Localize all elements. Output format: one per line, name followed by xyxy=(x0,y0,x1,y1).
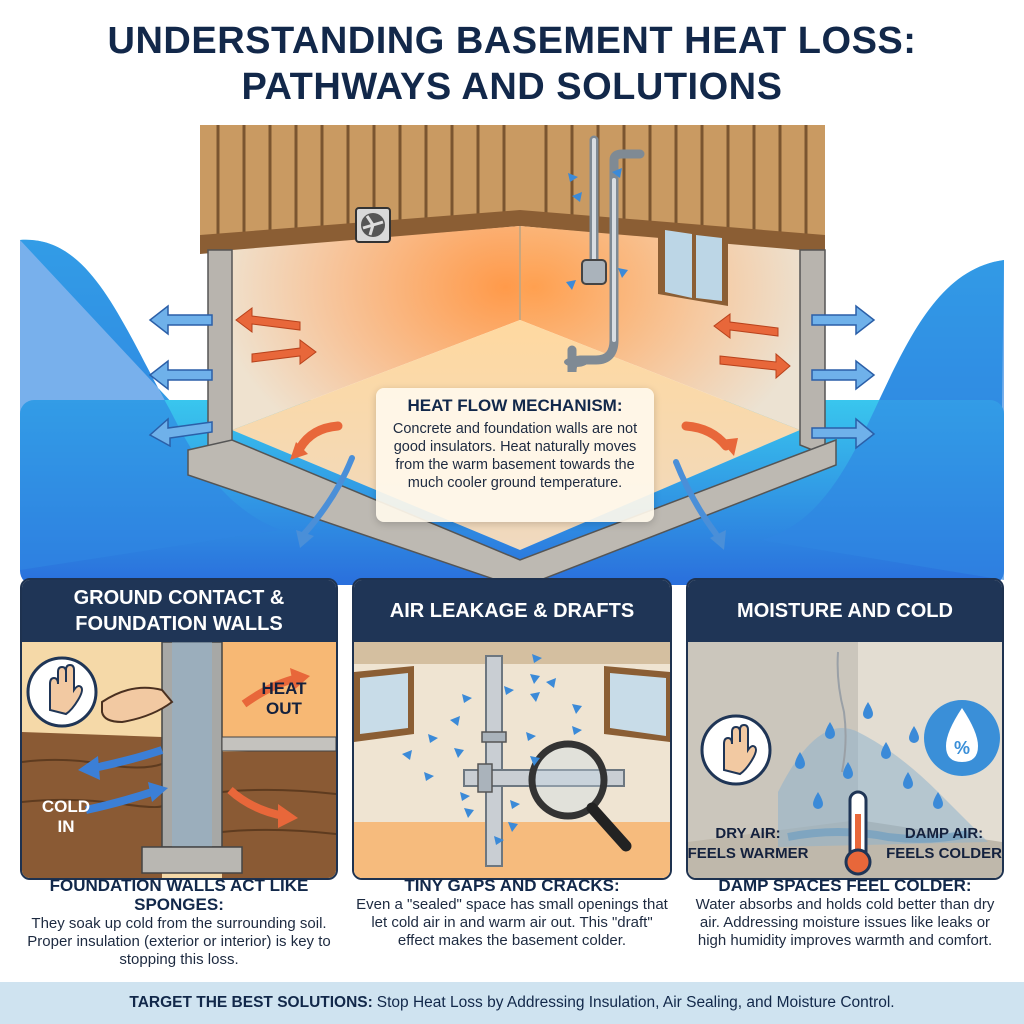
caption-heading: TINY GAPS AND CRACKS: xyxy=(404,876,620,895)
footer-text: Stop Heat Loss by Addressing Insulation,… xyxy=(376,994,895,1011)
caption-body: Water absorbs and holds cold better than… xyxy=(695,896,995,949)
cold-arrow xyxy=(148,359,213,391)
panel-ground-contact: GROUND CONTACT & FOUNDATION WALLS HEAT O… xyxy=(20,578,338,880)
heat-arrow xyxy=(713,313,779,339)
heat-arrow xyxy=(251,339,317,365)
ground-contact-illustration: HEAT OUT COLD IN xyxy=(22,642,336,878)
caption-body: Even a "sealed" space has small openings… xyxy=(356,896,668,949)
air-leakage-illustration xyxy=(354,642,670,878)
title-line-1: UNDERSTANDING BASEMENT HEAT LOSS: xyxy=(107,20,917,62)
percent-label: % xyxy=(954,738,970,758)
caption-ground-contact: FOUNDATION WALLS ACT LIKE SPONGES: They … xyxy=(20,876,338,969)
callout-heading: HEAT FLOW MECHANISM: xyxy=(407,396,623,415)
caption-air-leakage: TINY GAPS AND CRACKS: Even a "sealed" sp… xyxy=(352,876,672,950)
heat-out-label-1: HEAT xyxy=(261,679,307,698)
moisture-illustration: % DRY AIR: FEELS WARMER DAMP AIR: FEELS … xyxy=(688,642,1002,878)
caption-body: They soak up cold from the surrounding s… xyxy=(27,915,331,968)
hand-icon xyxy=(700,714,772,786)
heat-arrow xyxy=(235,307,301,333)
page-title: UNDERSTANDING BASEMENT HEAT LOSS: PATHWA… xyxy=(0,18,1024,110)
title-line-2: PATHWAYS AND SOLUTIONS xyxy=(241,66,783,108)
thermometer-icon xyxy=(844,790,872,876)
cold-arrow xyxy=(811,417,876,450)
caption-heading: DAMP SPACES FEEL COLDER: xyxy=(718,876,972,895)
window-icon xyxy=(354,666,670,742)
left-wall xyxy=(232,226,520,430)
heat-out-label-2: OUT xyxy=(266,699,303,718)
cold-arrow xyxy=(148,417,213,448)
dry-air-label-1: DRY AIR: xyxy=(715,825,780,842)
hand-icon xyxy=(26,656,98,728)
panel-air-leakage: AIR LEAKAGE & DRAFTS xyxy=(352,578,672,880)
heat-arrow xyxy=(719,352,791,380)
fan-vent-icon xyxy=(355,207,391,243)
cold-in-label-1: COLD xyxy=(42,797,90,816)
panel-header: AIR LEAKAGE & DRAFTS xyxy=(354,580,670,642)
water-drop-icon: % xyxy=(924,700,1000,776)
damp-air-label-1: DAMP AIR: xyxy=(905,825,983,842)
caption-moisture: DAMP SPACES FEEL COLDER: Water absorbs a… xyxy=(686,876,1004,950)
footing xyxy=(141,846,243,874)
foundation-wall xyxy=(161,642,223,848)
cold-in-label-2: IN xyxy=(58,817,75,836)
cold-arrow xyxy=(811,304,876,336)
cold-arrow xyxy=(811,359,876,391)
dry-air-label-2: FEELS WARMER xyxy=(688,845,809,862)
cold-arrow xyxy=(148,304,213,336)
callout-body: Concrete and foundation walls are not go… xyxy=(392,421,638,491)
window-icon xyxy=(658,222,728,306)
damp-air-label-2: FEELS COLDER xyxy=(886,845,1002,862)
panel-header: GROUND CONTACT & FOUNDATION WALLS xyxy=(22,580,336,642)
magnifier-icon xyxy=(528,740,632,852)
panel-moisture: MOISTURE AND COLD % xyxy=(686,578,1004,880)
heat-flow-callout: HEAT FLOW MECHANISM: Concrete and founda… xyxy=(376,388,654,522)
pipe-icon xyxy=(463,655,625,867)
caption-heading: FOUNDATION WALLS ACT LIKE SPONGES: xyxy=(49,876,309,914)
solutions-footer: TARGET THE BEST SOLUTIONS: Stop Heat Los… xyxy=(0,982,1024,1024)
footer-lead: TARGET THE BEST SOLUTIONS: xyxy=(129,994,373,1011)
panel-header: MOISTURE AND COLD xyxy=(688,580,1002,642)
